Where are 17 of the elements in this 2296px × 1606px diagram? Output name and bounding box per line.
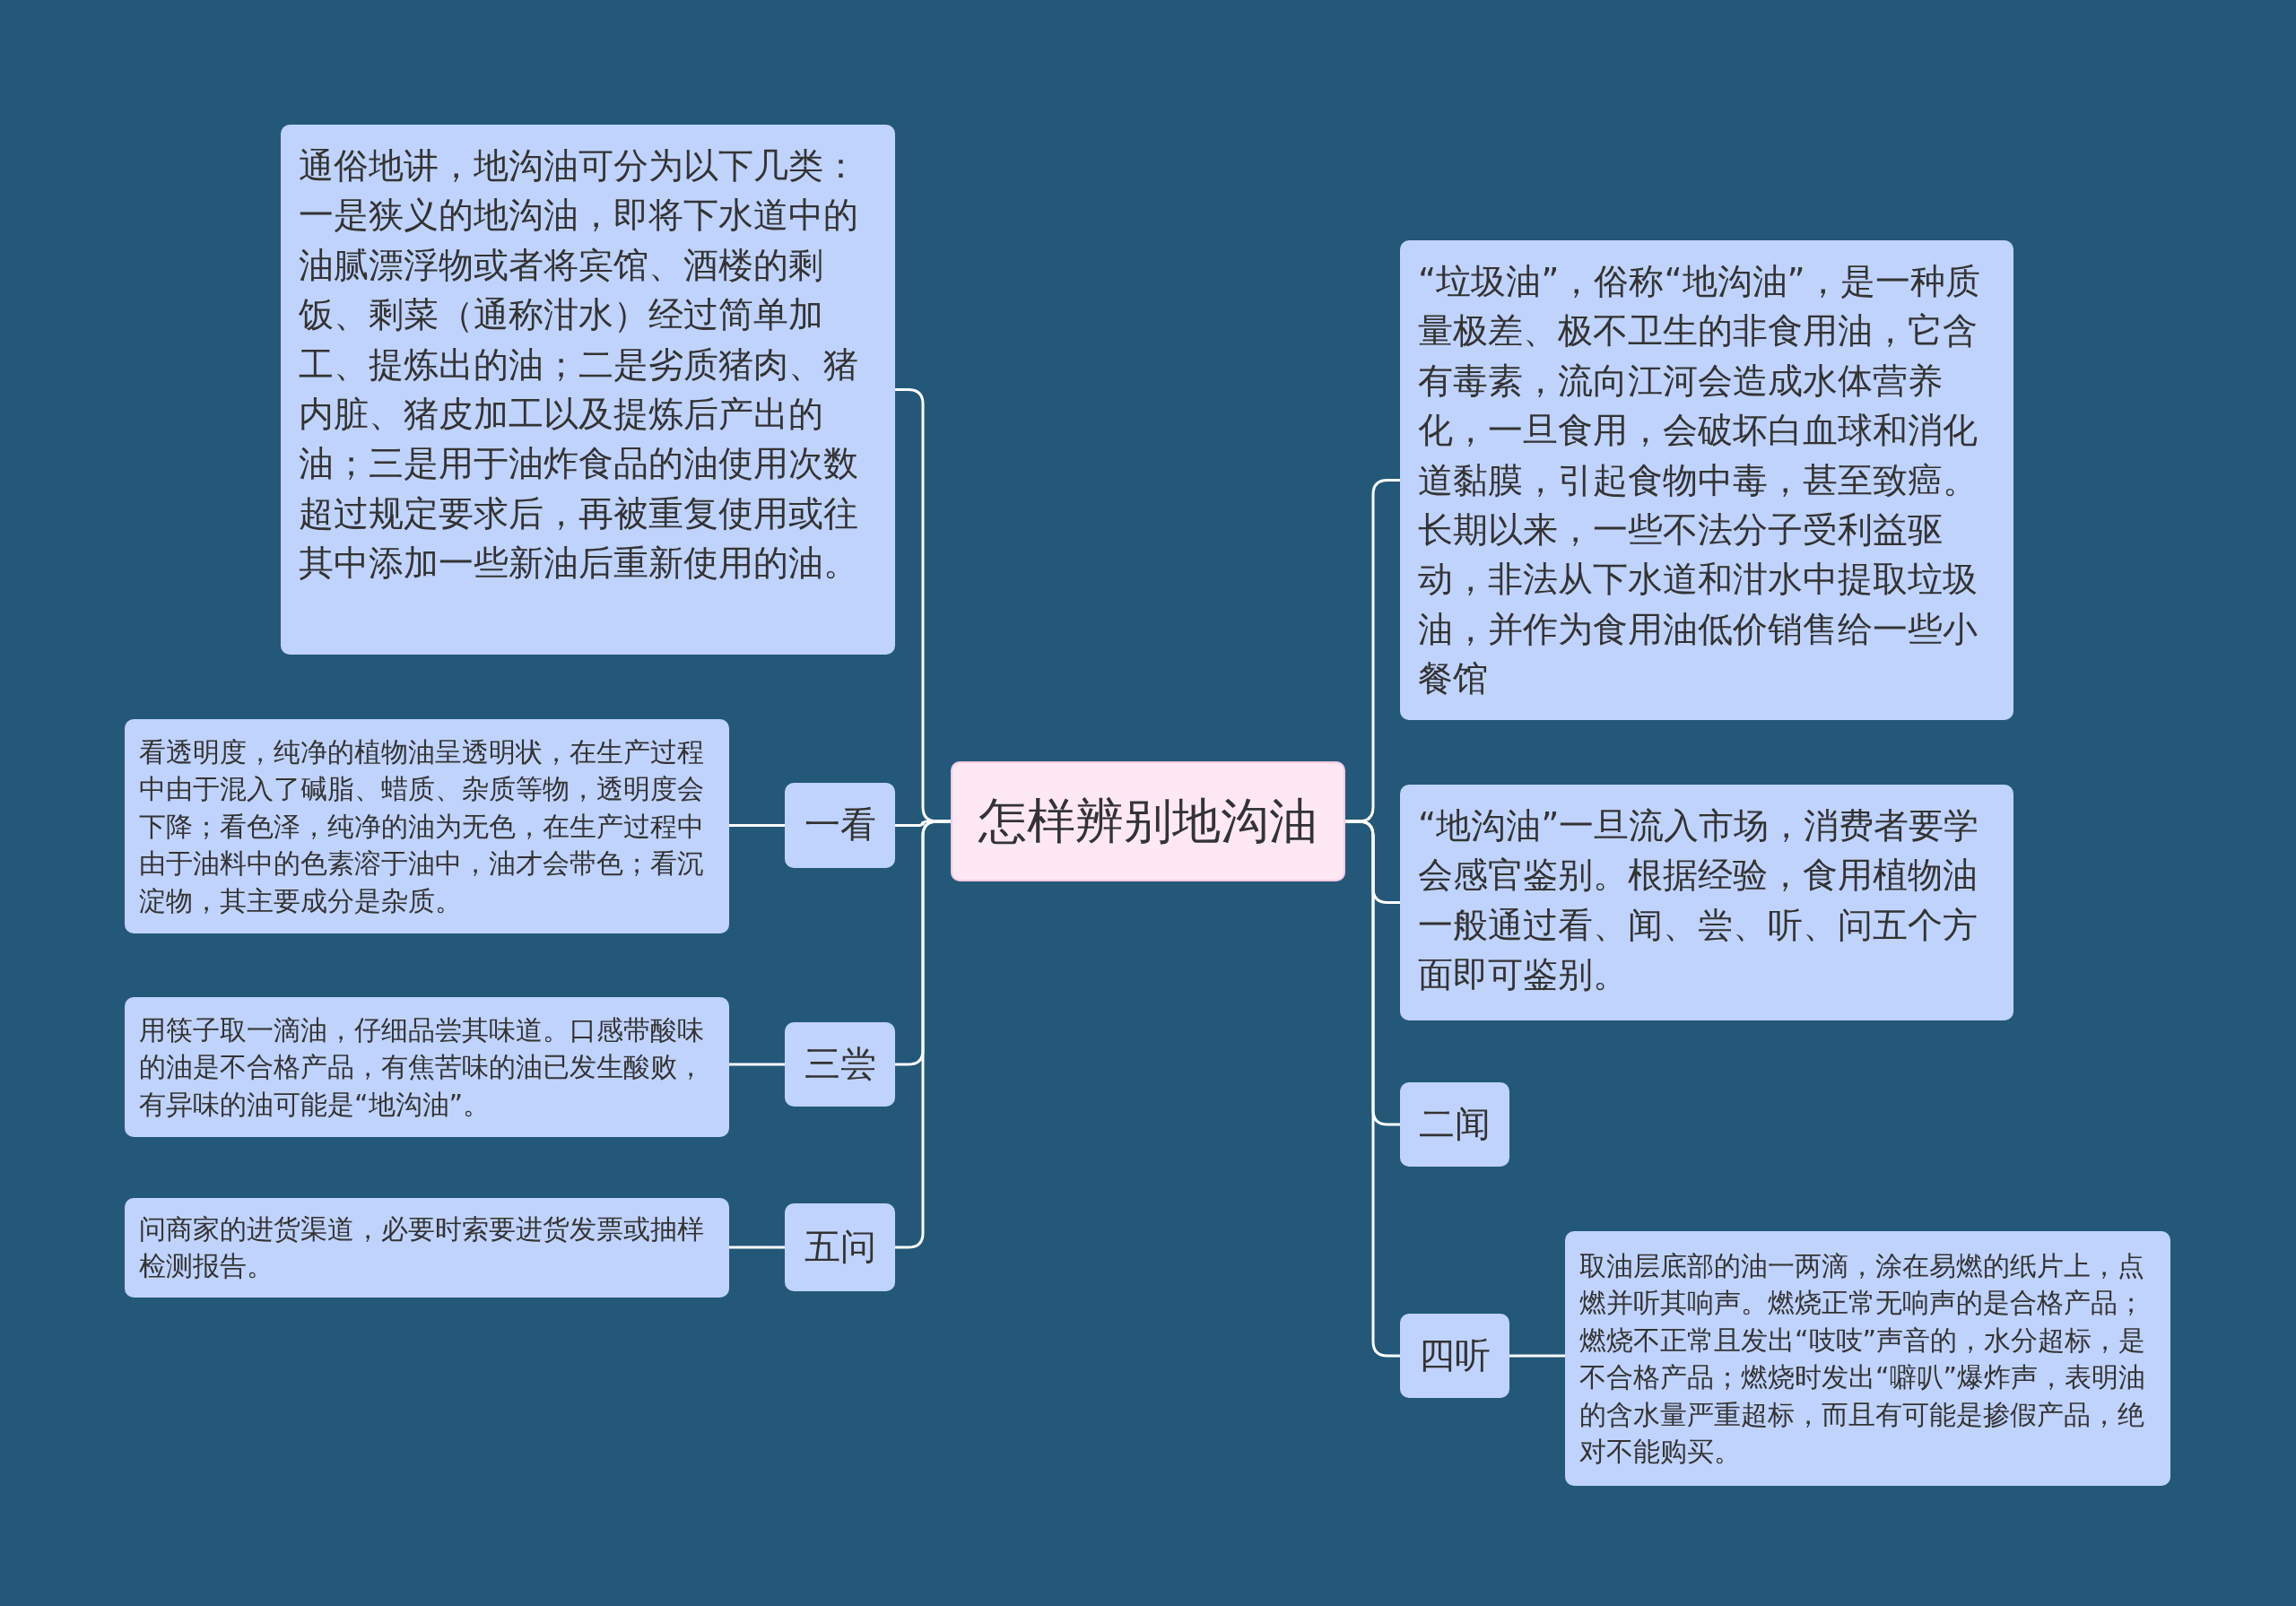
topic-box: “垃圾油”，俗称“地沟油”，是一种质量极差、极不卫生的非食用油，它含有毒素，流向江河会造成水体营养化，一旦食用，会破坏白血球和消化道黏膜，引起食物中毒，甚至致癌。长期以来，一些不法分子受利益驱动，非法从下水道和泔水中提取垃圾油，并作为食用油低价销售给一些小餐馆 — [1400, 240, 2013, 720]
detail-box: 取油层底部的油一两滴，涂在易燃的纸片上，点燃并听其响声。燃烧正常无响声的是合格产品；燃烧不正常且发出“吱吱”声音的，水分超标，是不合格产品；燃烧时发出“噼叭”爆炸声，表明油的含水量严重超标，而且有可能是掺假产品，绝对不能购买。 — [1565, 1231, 2170, 1487]
connector-line — [729, 824, 785, 827]
connector-line — [729, 1246, 785, 1249]
branch-box: 五问 — [785, 1203, 895, 1291]
branch-box: 四听 — [1400, 1314, 1509, 1398]
detail-box: 用筷子取一滴油，仔细品尝其味道。口感带酸味的油是不合格产品，有焦苦味的油已发生酸败，有异味的油可能是“地沟油”。 — [125, 997, 729, 1138]
branch-box: 一看 — [785, 783, 895, 868]
detail-box: 看透明度，纯净的植物油呈透明状，在生产过程中由于混入了碱脂、蜡质、杂质等物，透明度会下降；看色泽，纯净的油为无色，在生产过程中由于油料中的色素溶于油中，油才会带色；看沉淀物，其主要成分是杂质。 — [125, 719, 729, 933]
topic-box: 通俗地讲，地沟油可分为以下几类：一是狭义的地沟油，即将下水道中的油腻漂浮物或者将宾馆、酒楼的剩饭、剩菜（通称泔水）经过简单加工、提炼出的油；二是劣质猪肉、猪内脏、猪皮加工以及提炼后产出的油；三是用于油炸食品的油使用次数超过规定要求后，再被重复使用或往其中添加一些新油后重新使用的油。 — [281, 125, 895, 655]
topic-box: “地沟油”一旦流入市场，消费者要学会感官鉴别。根据经验，食用植物油一般通过看、闻、尝、听、问五个方面即可鉴别。 — [1400, 785, 2013, 1020]
connector-line — [729, 1063, 785, 1066]
detail-box: 问商家的进货渠道，必要时索要进货发票或抽样检测报告。 — [125, 1198, 729, 1298]
central-topic: 怎样辨别地沟油 — [951, 761, 1345, 882]
connector-line — [1509, 1354, 1565, 1358]
branch-box: 二闻 — [1400, 1082, 1509, 1167]
branch-box: 三尝 — [785, 1022, 895, 1107]
